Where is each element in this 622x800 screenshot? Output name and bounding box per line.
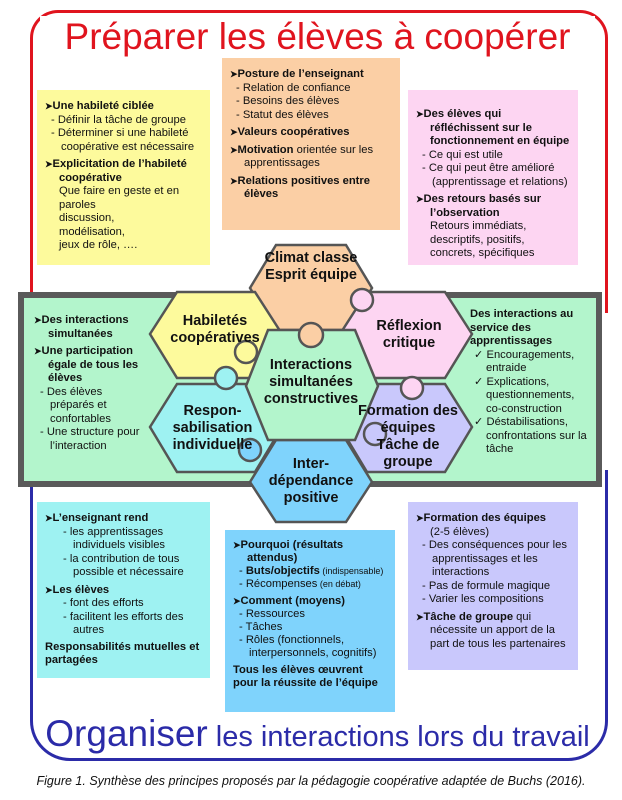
hex-label-cooperative-skills: Habiletés coopératives — [170, 313, 260, 346]
hex-label-top: Climat classe Esprit équipe — [264, 250, 358, 283]
note: (en débat) — [317, 579, 361, 589]
heading: Tâche de groupe — [423, 610, 514, 623]
heading: Comment (moyens) — [233, 595, 387, 608]
note: (indispensable) — [319, 566, 384, 576]
blue-frame — [30, 470, 608, 761]
text: qui nécessite un apport de la part de to… — [430, 610, 566, 650]
item: les apprentissages individuels visibles — [45, 526, 202, 553]
heading: Des interactions au service des apprenti… — [470, 308, 574, 347]
hex-label-responsibility: Respon-sabilisation individuelle — [172, 403, 253, 453]
heading: Des retours basés sur l’observation — [416, 193, 570, 220]
item: Des conséquences pour les apprentissages… — [416, 539, 570, 580]
puzzle-tab — [237, 437, 263, 463]
heading: Motivation — [237, 143, 294, 156]
lavender-box-team-formation: Formation des équipes (2-5 élèves) Des c… — [408, 502, 578, 670]
text: discussion, — [59, 212, 115, 224]
puzzle-tab — [362, 421, 388, 447]
item: Récompenses — [245, 578, 318, 590]
item: Varier les compositions — [416, 593, 570, 607]
puzzle-tab — [399, 375, 425, 401]
cyan-box-responsibility: L’enseignant rend les apprentissages ind… — [37, 502, 210, 678]
item: Déterminer si une habileté coopérative e… — [45, 127, 202, 154]
heading: Pourquoi (résultats attendus) — [233, 539, 387, 565]
right-band-text: Des interactions au service des apprenti… — [462, 302, 598, 463]
heading: Une habileté ciblée — [45, 100, 202, 114]
puzzle-tab — [349, 287, 375, 313]
item: Besoins des élèves — [230, 95, 392, 109]
heading: Formation des équipes — [416, 512, 570, 526]
footer: Tous les élèves œuvrent pour la réussite… — [233, 664, 378, 689]
item: Ressources — [233, 608, 387, 621]
hex-label-center: Interactions simultanées constructives — [263, 357, 359, 407]
item: Rôles (fonctionnels, interpersonnels, co… — [233, 634, 387, 660]
item: Des élèves préparés et confortables — [34, 386, 143, 427]
heading: Des élèves qui réfléchissent sur le fonc… — [416, 108, 570, 149]
hex-label-interdependence: Inter-dépendance positive — [268, 456, 354, 506]
title-organize-rest: les interactions lors du travail — [207, 721, 590, 753]
left-band-text: Des interactions simultanées Une partici… — [26, 304, 151, 459]
puzzle-tab — [297, 321, 325, 349]
red-frame — [30, 10, 608, 313]
footer: Responsabilités mutuelles et partagées — [45, 640, 200, 667]
heading: Posture de l’enseignant — [230, 68, 392, 82]
text: modélisation, — [59, 225, 125, 238]
puzzle-tab — [233, 339, 259, 365]
heading: Des interactions simultanées — [34, 314, 143, 341]
orange-box-climate: Posture de l’enseignant Relation de conf… — [222, 58, 400, 230]
item: Déstabilisations, confrontations sur la … — [470, 416, 590, 457]
heading: Valeurs coopératives — [230, 126, 392, 140]
heading: Les élèves — [45, 584, 202, 598]
title-organize: Organiser les interactions lors du trava… — [40, 714, 595, 757]
item: Statut des élèves — [230, 109, 392, 123]
text: orientée sur les apprentissages — [244, 143, 374, 170]
hex-center — [244, 328, 380, 442]
blue-box-interdependence: Pourquoi (résultats attendus) Buts/objec… — [225, 530, 395, 712]
item: Encouragements, entraide — [470, 349, 590, 376]
item: Ce qui peut être amélioré (apprentissage… — [416, 162, 570, 189]
figure-caption: Figure 1. Synthèse des principes proposé… — [36, 774, 586, 788]
hex-label-team-formation: Formation des équipes Tâche de groupe — [358, 403, 458, 470]
item: facilitent les efforts des autres — [45, 611, 202, 638]
item: Une structure pour l’interaction — [34, 426, 143, 453]
text: Que faire en geste et en paroles — [59, 185, 180, 211]
heading: Une participation égale de tous les élèv… — [34, 345, 143, 386]
heading: Relations positives entre élèves — [230, 175, 392, 202]
text: jeux de rôle, …. — [59, 239, 138, 251]
item: la contribution de tous possible et néce… — [45, 553, 202, 580]
text: Retours immédiats, descriptifs, positifs… — [430, 220, 535, 259]
title-organize-word: Organiser — [45, 713, 208, 754]
yellow-box-cooperative-skills: Une habileté ciblée Définir la tâche de … — [37, 90, 210, 265]
puzzle-tab — [213, 365, 239, 391]
heading: L’enseignant rend — [45, 512, 202, 526]
item: Ce qui est utile — [416, 149, 570, 163]
item: Définir la tâche de groupe — [45, 114, 202, 128]
item: Tâches — [233, 621, 387, 634]
item: Explications, questionnements, co-constr… — [470, 376, 590, 417]
item: font des efforts — [45, 597, 202, 611]
item: Relation de confiance — [230, 82, 392, 96]
text: (2-5 élèves) — [430, 525, 490, 538]
item: Buts/objectifs — [245, 565, 320, 577]
heading: Explicitation de l’habileté coopérative — [45, 158, 202, 185]
pink-box-reflection: Des élèves qui réfléchissent sur le fonc… — [408, 90, 578, 265]
item: Pas de formule magique — [416, 580, 570, 594]
hex-label-critical-reflection: Réflexion critique — [376, 318, 442, 351]
title-prepare: Préparer les élèves à coopérer — [40, 16, 595, 58]
